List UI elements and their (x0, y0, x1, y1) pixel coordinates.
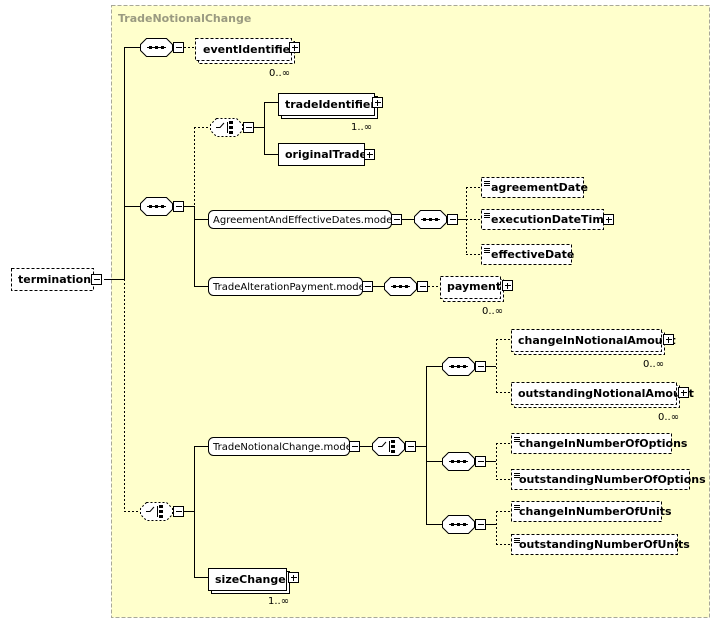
simple-type-icon (484, 181, 490, 186)
sequence-compositor-icon[interactable] (414, 210, 458, 229)
cardinality-label: 1..∞ (351, 122, 372, 133)
expand-icon[interactable] (603, 214, 614, 225)
element-original-trade[interactable]: originalTrade (278, 143, 375, 166)
collapse-icon[interactable] (475, 361, 486, 372)
element-outstanding-number-of-units[interactable]: outstandingNumberOfUnits (511, 534, 691, 555)
sequence-compositor-icon[interactable] (384, 277, 428, 296)
element-outstanding-notional-amount[interactable]: outstandingNotionalAmount 0..∞ (511, 382, 694, 424)
diagram-title: TradeNotionalChange (118, 12, 251, 25)
cardinality-label: 1..∞ (268, 596, 289, 607)
cardinality-label: 0..∞ (482, 306, 503, 317)
sequence-compositor-icon[interactable] (442, 357, 486, 376)
svg-text:payment: payment (447, 280, 501, 293)
svg-text:AgreementAndEffectiveDates.mod: AgreementAndEffectiveDates.model (213, 215, 395, 226)
element-execution-date-time[interactable]: executionDateTime (481, 209, 614, 230)
svg-text:changeInNumberOfOptions: changeInNumberOfOptions (519, 437, 688, 450)
expand-icon[interactable] (502, 280, 513, 291)
choice-compositor-icon[interactable] (140, 502, 184, 521)
collapse-icon[interactable] (173, 506, 184, 517)
element-change-in-number-of-units[interactable]: changeInNumberOfUnits (511, 501, 673, 522)
expand-icon[interactable] (364, 149, 375, 160)
collapse-icon[interactable] (417, 281, 428, 292)
svg-text:TradeNotionalChange.model: TradeNotionalChange.model (212, 442, 355, 453)
expand-icon[interactable] (678, 387, 689, 398)
simple-type-icon (514, 437, 520, 442)
element-trade-identifier[interactable]: tradeIdentifier 1..∞ (278, 93, 383, 134)
svg-text:changeInNumberOfUnits: changeInNumberOfUnits (519, 505, 672, 518)
complex-type-frame (111, 5, 710, 618)
expand-icon[interactable] (288, 572, 299, 583)
group-trade-alteration-payment[interactable]: TradeAlterationPayment.model (208, 277, 373, 296)
expand-icon[interactable] (663, 334, 674, 345)
svg-text:effectiveDate: effectiveDate (491, 248, 574, 261)
element-size-change[interactable]: sizeChange 1..∞ (208, 568, 299, 608)
svg-text:outstandingNumberOfUnits: outstandingNumberOfUnits (519, 538, 690, 551)
collapse-icon[interactable] (362, 281, 373, 292)
collapse-icon[interactable] (391, 214, 402, 225)
expand-icon[interactable] (372, 97, 383, 108)
svg-text:tradeIdentifier: tradeIdentifier (285, 98, 376, 111)
group-trade-notional-change[interactable]: TradeNotionalChange.model (208, 437, 360, 456)
collapse-icon[interactable] (475, 456, 486, 467)
simple-type-icon (514, 473, 520, 478)
cardinality-label: 0..∞ (658, 412, 679, 423)
simple-type-icon (514, 505, 520, 510)
cardinality-label: 0..∞ (643, 359, 664, 370)
expand-icon[interactable] (289, 42, 300, 53)
svg-text:outstandingNumberOfOptions: outstandingNumberOfOptions (519, 473, 706, 486)
sequence-compositor-icon[interactable] (140, 38, 184, 57)
svg-text:outstandingNotionalAmount: outstandingNotionalAmount (518, 387, 694, 400)
root-element-termination[interactable]: termination (11, 268, 102, 291)
simple-type-icon (484, 213, 490, 218)
simple-type-icon (484, 248, 490, 253)
sequence-compositor-icon[interactable] (140, 197, 184, 216)
sequence-compositor-icon[interactable] (442, 452, 486, 471)
collapse-icon[interactable] (405, 441, 416, 452)
simple-type-icon (514, 538, 520, 543)
cardinality-label: 0..∞ (269, 68, 290, 79)
element-agreement-date[interactable]: agreementDate (481, 177, 588, 198)
element-event-identifier[interactable]: eventIdentifier 0..∞ (195, 38, 300, 80)
collapse-icon[interactable] (243, 122, 254, 133)
collapse-icon[interactable] (173, 201, 184, 212)
collapse-icon[interactable] (349, 441, 360, 452)
svg-text:TradeAlterationPayment.model: TradeAlterationPayment.model (212, 282, 368, 293)
svg-text:changeInNotionalAmount: changeInNotionalAmount (518, 334, 676, 347)
svg-text:termination: termination (18, 273, 91, 286)
element-change-in-notional-amount[interactable]: changeInNotionalAmount 0..∞ (511, 329, 676, 371)
group-agreement-and-effective-dates[interactable]: AgreementAndEffectiveDates.model (208, 210, 402, 229)
sequence-compositor-icon[interactable] (442, 515, 486, 534)
collapse-icon[interactable] (91, 274, 102, 285)
element-effective-date[interactable]: effectiveDate (481, 244, 575, 265)
svg-text:sizeChange: sizeChange (215, 573, 286, 586)
svg-text:originalTrade: originalTrade (285, 148, 367, 161)
element-outstanding-number-of-options[interactable]: outstandingNumberOfOptions (511, 469, 707, 490)
element-payment[interactable]: payment 0..∞ (440, 276, 513, 318)
collapse-icon[interactable] (173, 42, 184, 53)
collapse-icon[interactable] (475, 519, 486, 530)
svg-text:eventIdentifier: eventIdentifier (203, 43, 296, 56)
svg-text:agreementDate: agreementDate (491, 181, 588, 194)
element-change-in-number-of-options[interactable]: changeInNumberOfOptions (511, 433, 688, 454)
collapse-icon[interactable] (447, 214, 458, 225)
choice-compositor-icon[interactable] (210, 118, 254, 137)
connectors (104, 47, 511, 578)
svg-text:executionDateTime: executionDateTime (491, 213, 611, 226)
choice-compositor-icon[interactable] (372, 437, 416, 456)
